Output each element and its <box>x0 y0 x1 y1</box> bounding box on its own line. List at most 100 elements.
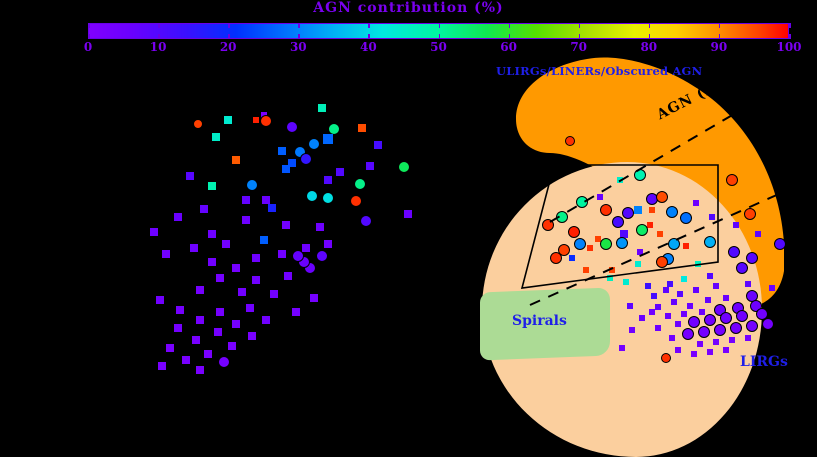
data-point-square <box>207 257 217 267</box>
data-point-square <box>181 355 191 365</box>
data-point-circle <box>568 226 580 238</box>
data-point-square <box>203 349 213 359</box>
colorbar-tick <box>158 23 160 28</box>
data-point-circle <box>698 326 710 338</box>
colorbar-tick-label: 50 <box>430 40 447 54</box>
data-point-square <box>260 111 268 119</box>
data-point-circle <box>286 121 298 133</box>
data-point-square <box>315 222 325 232</box>
data-point-circle <box>756 308 768 320</box>
data-point-circle <box>661 353 671 363</box>
lirgs-region-label: LIRGs <box>740 354 788 370</box>
data-point-circle <box>688 316 700 328</box>
data-point-square <box>195 365 205 375</box>
data-point-square <box>241 215 251 225</box>
data-point-square <box>267 203 277 213</box>
data-point-circle <box>714 324 726 336</box>
data-point-square <box>654 324 662 332</box>
data-point-square <box>638 314 646 322</box>
data-point-square <box>323 175 333 185</box>
data-point-square <box>247 331 257 341</box>
data-point-circle <box>193 119 203 129</box>
data-point-square <box>291 307 301 317</box>
data-point-circle <box>576 196 588 208</box>
data-point-square <box>252 116 260 124</box>
data-point-circle <box>746 320 758 332</box>
data-point-circle <box>550 252 562 264</box>
data-point-circle <box>634 169 646 181</box>
colorbar-tick-label: 10 <box>149 40 167 54</box>
colorbar-tick-label: 60 <box>500 40 517 54</box>
data-point-square <box>357 123 367 133</box>
data-point-square <box>732 221 740 229</box>
data-point-square <box>636 248 644 256</box>
data-point-square <box>245 303 255 313</box>
data-point-circle <box>574 238 586 250</box>
data-point-square <box>686 302 694 310</box>
data-point-circle <box>762 318 774 330</box>
data-point-square <box>586 244 594 252</box>
colorbar-tick <box>648 23 651 28</box>
colorbar-tick <box>578 34 581 39</box>
data-point-circle <box>322 192 334 204</box>
data-point-square <box>692 286 700 294</box>
data-point-square <box>634 260 642 268</box>
data-point-square <box>662 286 670 294</box>
colorbar <box>88 23 791 39</box>
data-point-square <box>149 227 159 237</box>
colorbar-tick <box>789 23 791 28</box>
data-point-square <box>692 199 700 207</box>
data-point-circle <box>726 174 738 186</box>
data-point-square <box>712 338 720 346</box>
data-point-square <box>261 195 271 205</box>
data-point-square <box>622 278 630 286</box>
data-point-square <box>648 308 656 316</box>
colorbar-tick <box>228 23 230 28</box>
data-point-square <box>283 271 293 281</box>
data-point-square <box>175 305 185 315</box>
data-point-square <box>259 235 269 245</box>
colorbar-tick <box>508 23 511 28</box>
data-point-square <box>261 315 271 325</box>
colorbar-tick-label: 90 <box>710 40 728 54</box>
data-point-square <box>744 334 752 342</box>
data-point-square <box>191 335 201 345</box>
data-point-square <box>616 176 624 184</box>
data-point-circle <box>774 238 786 250</box>
data-point-square <box>708 213 716 221</box>
data-point-circle <box>656 256 668 268</box>
data-point-square <box>606 274 614 282</box>
colorbar-tick <box>368 34 370 39</box>
data-point-square <box>223 115 233 125</box>
data-point-circle <box>260 115 272 127</box>
data-point-square <box>213 327 223 337</box>
data-point-square <box>227 341 237 351</box>
colorbar-tick <box>648 34 651 39</box>
data-point-square <box>680 310 688 318</box>
data-point-circle <box>612 216 624 228</box>
data-point-circle <box>350 195 362 207</box>
data-point-square <box>195 315 205 325</box>
data-point-square <box>211 132 221 142</box>
data-point-square <box>696 340 704 348</box>
data-point-square <box>654 303 662 311</box>
data-point-circle <box>668 238 680 250</box>
colorbar-tick-label: 40 <box>360 40 377 54</box>
colorbar-tick <box>438 34 440 39</box>
data-point-circle <box>600 204 612 216</box>
data-point-square <box>648 206 656 214</box>
colorbar-tick <box>88 23 90 28</box>
data-point-square <box>281 220 291 230</box>
data-point-circle <box>542 219 554 231</box>
right-scatter-panel: ULIRGs/LINERs/Obscured AGN Spirals LIRGs… <box>462 57 817 457</box>
data-point-square <box>568 254 576 262</box>
data-point-square <box>626 302 634 310</box>
data-point-square <box>231 263 241 273</box>
colorbar-tick-label: 0 <box>83 40 93 54</box>
data-point-square <box>277 146 287 156</box>
data-point-square <box>241 195 251 205</box>
data-point-circle <box>306 190 318 202</box>
colorbar-tick <box>718 34 721 39</box>
data-point-square <box>231 319 241 329</box>
